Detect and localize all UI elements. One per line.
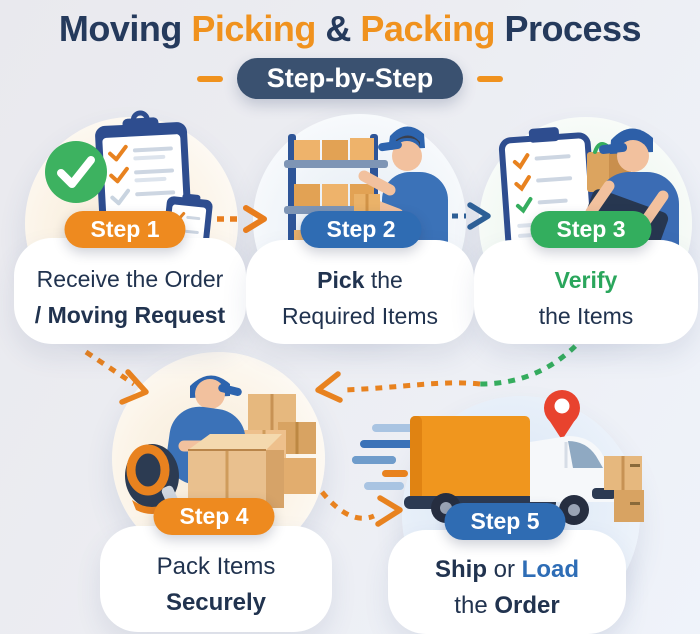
- step2-line1-bold: Pick: [317, 267, 365, 293]
- subtitle-badge: Step-by-Step: [236, 58, 464, 99]
- speed-lines: [352, 424, 420, 490]
- step2-text-bubble: Pick the Required Items: [246, 240, 474, 344]
- step2-line2: Required Items: [282, 303, 438, 329]
- green-check-icon: [45, 141, 107, 203]
- step4-line1: Pack Items: [156, 553, 276, 580]
- step5-text-bubble: Ship or Load the Order: [388, 530, 626, 634]
- title-segment-moving: Moving: [58, 8, 192, 49]
- step3-line1: Verify: [554, 267, 618, 293]
- step5-line2-the: the: [454, 592, 495, 619]
- step4-line2: Securely: [165, 589, 267, 616]
- step3-text-bubble: Verify the Items: [474, 240, 698, 344]
- step1-badge: Step 1: [64, 211, 186, 248]
- step5-line2-order: Order: [494, 592, 560, 619]
- subtitle-left-dash: [196, 75, 223, 82]
- arrow-step1-to-step4: [84, 349, 149, 405]
- step1-text-bubble: Receive the Order / Moving Request: [14, 238, 246, 344]
- step2-line1-rest: the: [364, 267, 403, 293]
- tape-dispenser: [125, 444, 179, 514]
- subtitle-row: Step-by-Step: [0, 58, 700, 99]
- step5-badge: Step 5: [444, 503, 566, 540]
- location-pin-icon: [544, 390, 580, 440]
- step4-text-bubble: Pack Items Securely: [100, 526, 332, 632]
- title-segment-picking: Picking: [191, 8, 326, 49]
- shipping-truck-illustration-icon: [352, 390, 644, 525]
- title-segment-packing: Packing: [360, 8, 505, 49]
- page-title: Moving Picking & Packing Process: [0, 8, 700, 50]
- arrow-step4-to-step5: [320, 490, 403, 527]
- step5-line1-load: Load: [521, 556, 579, 583]
- step1-line1: Receive the Order: [36, 266, 224, 292]
- step2-line1: Pick the: [317, 262, 403, 298]
- step5-line1-or: or: [486, 556, 522, 583]
- truck: [404, 416, 616, 525]
- step3-badge: Step 3: [530, 211, 652, 248]
- main-box: [188, 434, 284, 508]
- subtitle-right-dash: [477, 75, 504, 82]
- step4-badge: Step 4: [153, 498, 275, 535]
- step2-badge: Step 2: [300, 211, 422, 248]
- pack-items-illustration-icon: [125, 375, 316, 514]
- arrow-step3-to-step4: [315, 334, 587, 403]
- title-segment-amp: &: [325, 8, 361, 49]
- title-segment-process: Process: [504, 8, 642, 49]
- step5-line1: Ship or Load: [435, 552, 579, 588]
- step5-line1-ship: Ship: [434, 556, 487, 583]
- arrow-step2-to-step3: [428, 202, 491, 230]
- step3-line2: the Items: [538, 303, 634, 329]
- cargo-boxes: [604, 456, 644, 522]
- step1-line2: / Moving Request: [34, 302, 226, 328]
- step5-line2: the Order: [454, 588, 559, 624]
